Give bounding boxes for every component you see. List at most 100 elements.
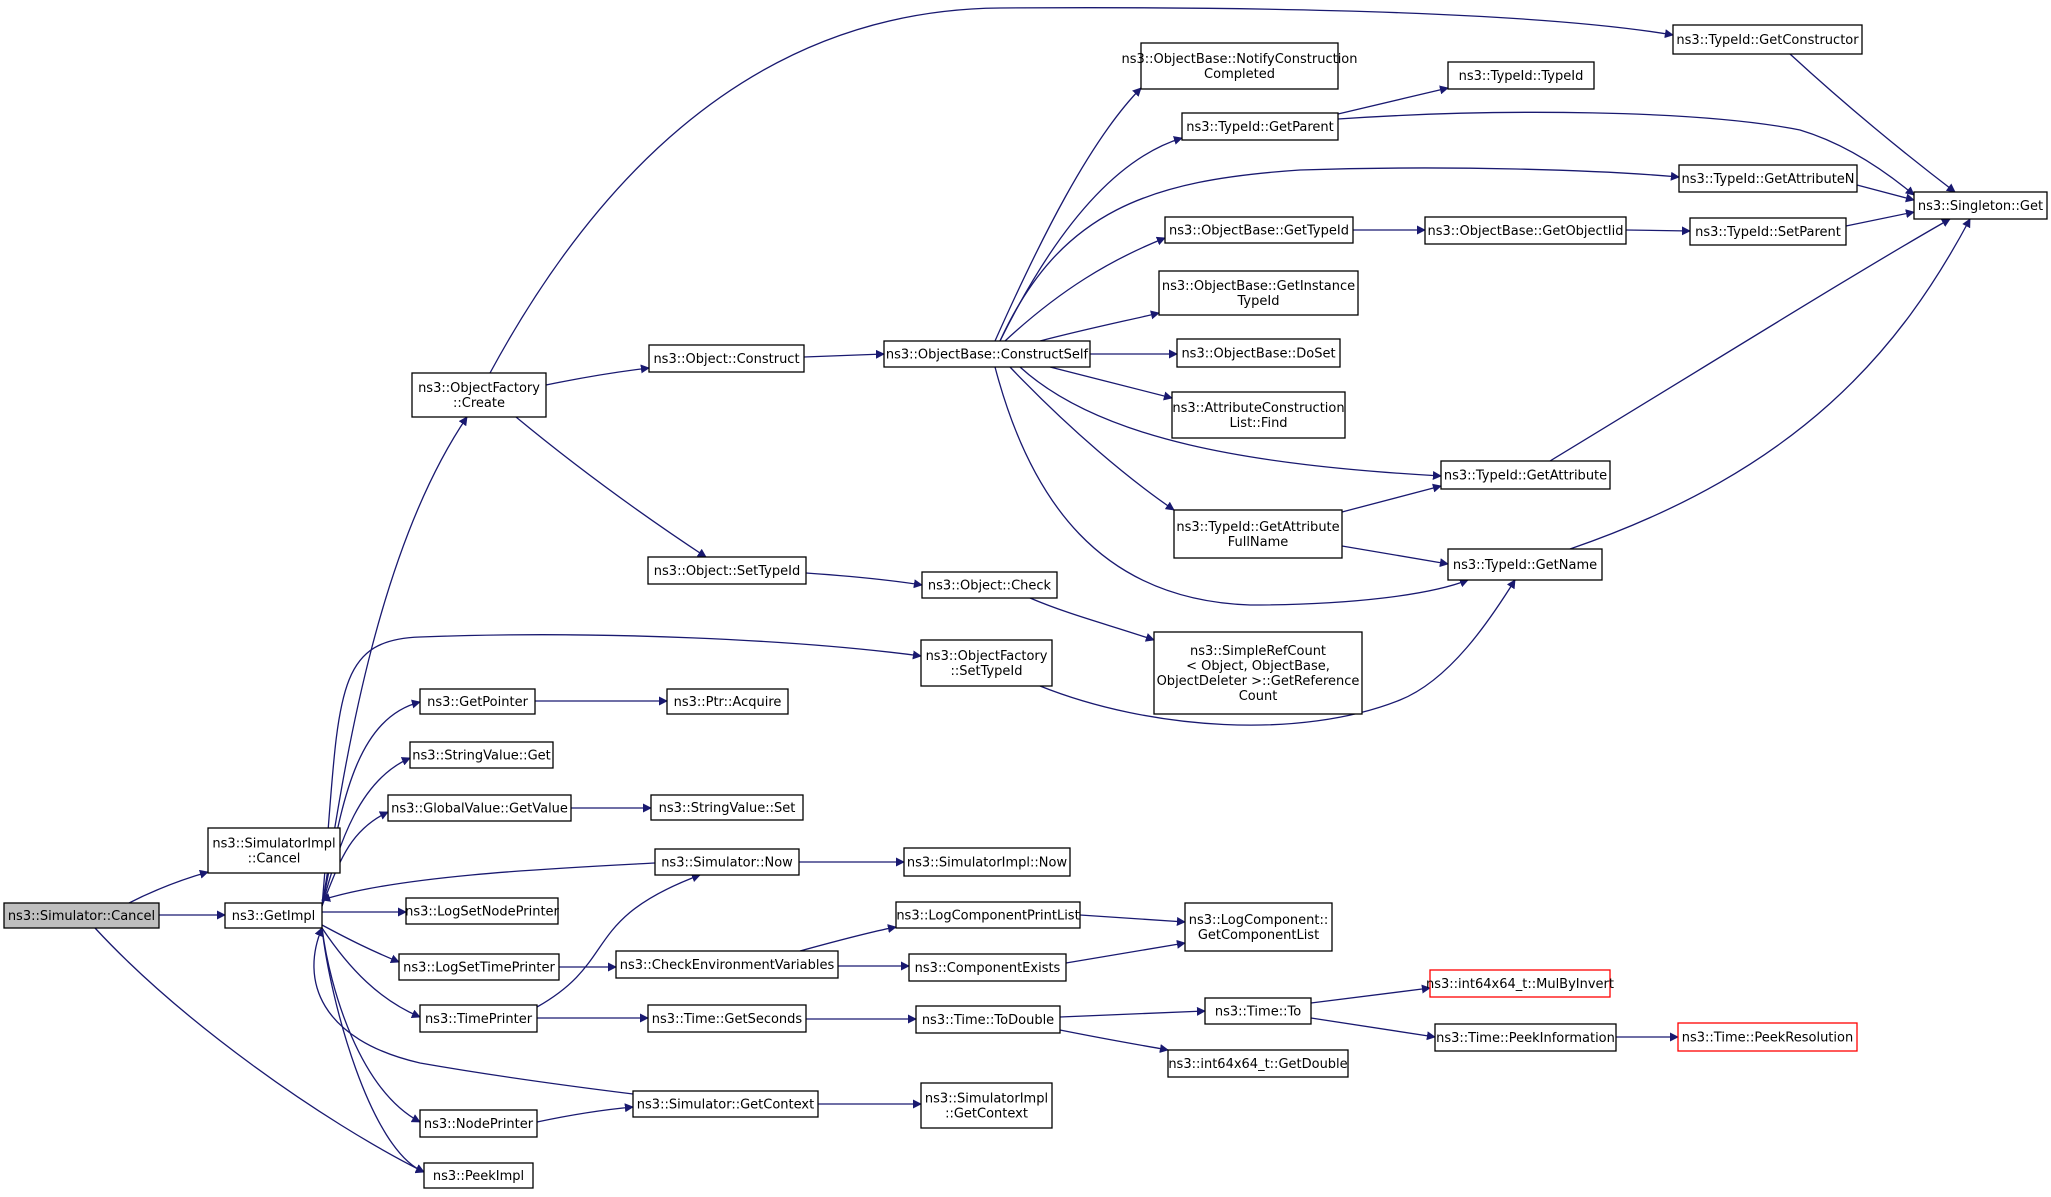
- node-box[interactable]: [650, 794, 804, 821]
- node-box[interactable]: [419, 688, 536, 715]
- node-box[interactable]: [883, 340, 1091, 368]
- node-svGet[interactable]: ns3::StringValue::Get: [409, 741, 554, 769]
- node-getPointer[interactable]: ns3::GetPointer: [419, 688, 536, 715]
- node-box[interactable]: [1140, 42, 1339, 90]
- node-box[interactable]: [411, 372, 547, 418]
- node-box[interactable]: [632, 1090, 819, 1118]
- node-tidGetParent[interactable]: ns3::TypeId::GetParent: [1181, 112, 1339, 141]
- node-tidGetConstructor[interactable]: ns3::TypeId::GetConstructor: [1672, 24, 1863, 55]
- node-objCheck[interactable]: ns3::Object::Check: [921, 571, 1058, 599]
- node-tidSetParent[interactable]: ns3::TypeId::SetParent: [1689, 217, 1847, 246]
- node-box[interactable]: [224, 902, 323, 929]
- node-box[interactable]: [1176, 338, 1341, 368]
- node-box[interactable]: [647, 556, 807, 585]
- node-simGetContext[interactable]: ns3::Simulator::GetContext: [632, 1090, 819, 1118]
- node-box[interactable]: [1204, 997, 1312, 1025]
- node-box[interactable]: [1913, 191, 2048, 220]
- node-box[interactable]: [1158, 270, 1359, 316]
- node-tidGetName[interactable]: ns3::TypeId::GetName: [1447, 548, 1603, 581]
- node-box[interactable]: [648, 344, 805, 373]
- node-box[interactable]: [1153, 631, 1363, 715]
- node-timePeekRes[interactable]: ns3::Time::PeekResolution: [1677, 1022, 1858, 1052]
- node-box[interactable]: [3, 902, 160, 929]
- node-svSet[interactable]: ns3::StringValue::Set: [650, 794, 804, 821]
- node-tidGetAttribute[interactable]: ns3::TypeId::GetAttribute: [1440, 460, 1611, 490]
- node-obGetTypeId[interactable]: ns3::ObjectBase::GetTypeId: [1164, 216, 1354, 244]
- node-obConstructSelf[interactable]: ns3::ObjectBase::ConstructSelf: [883, 340, 1091, 368]
- node-box[interactable]: [1678, 164, 1858, 193]
- node-timeGetSeconds[interactable]: ns3::Time::GetSeconds: [647, 1004, 807, 1033]
- node-tidGetAttributeN[interactable]: ns3::TypeId::GetAttributeN: [1678, 164, 1858, 193]
- node-box[interactable]: [1689, 217, 1847, 246]
- node-box[interactable]: [1429, 969, 1611, 998]
- node-gvGetValue[interactable]: ns3::GlobalValue::GetValue: [387, 794, 572, 822]
- node-box[interactable]: [666, 688, 789, 715]
- node-tidTypeId[interactable]: ns3::TypeId::TypeId: [1447, 61, 1595, 90]
- node-box[interactable]: [419, 1109, 538, 1138]
- node-timeToDouble[interactable]: ns3::Time::ToDouble: [915, 1005, 1061, 1034]
- node-box[interactable]: [387, 794, 572, 822]
- node-i64MulByInvert[interactable]: ns3::int64x64_t::MulByInvert: [1426, 969, 1614, 998]
- node-logSetNodePrinter[interactable]: ns3::LogSetNodePrinter: [405, 897, 560, 925]
- node-logCompGetList[interactable]: ns3::LogComponent::GetComponentList: [1184, 902, 1333, 952]
- node-box[interactable]: [654, 848, 800, 876]
- node-getImpl[interactable]: ns3::GetImpl: [224, 902, 323, 929]
- node-box[interactable]: [1672, 24, 1863, 55]
- node-ofSetTypeId[interactable]: ns3::ObjectFactory::SetTypeId: [920, 639, 1053, 687]
- node-box[interactable]: [1181, 112, 1339, 141]
- node-box[interactable]: [903, 847, 1071, 877]
- node-objSetTypeId[interactable]: ns3::Object::SetTypeId: [647, 556, 807, 585]
- node-box[interactable]: [920, 639, 1053, 687]
- node-obDoSet[interactable]: ns3::ObjectBase::DoSet: [1176, 338, 1341, 368]
- node-box[interactable]: [409, 741, 554, 769]
- node-timeTo[interactable]: ns3::Time::To: [1204, 997, 1312, 1025]
- node-box[interactable]: [405, 897, 559, 925]
- node-box[interactable]: [915, 1005, 1061, 1034]
- node-compExists[interactable]: ns3::ComponentExists: [908, 953, 1067, 982]
- node-box[interactable]: [1184, 902, 1333, 952]
- node-peekImpl[interactable]: ns3::PeekImpl: [423, 1162, 534, 1189]
- node-box[interactable]: [1440, 460, 1611, 490]
- node-implCancel[interactable]: ns3::SimulatorImpl::Cancel: [207, 827, 341, 874]
- node-box[interactable]: [1424, 216, 1627, 245]
- node-timePrinter[interactable]: ns3::TimePrinter: [419, 1004, 538, 1033]
- node-singletonGet[interactable]: ns3::Singleton::Get: [1913, 191, 2048, 220]
- node-box[interactable]: [398, 953, 560, 981]
- node-box[interactable]: [895, 901, 1081, 929]
- node-logSetTimePrinter[interactable]: ns3::LogSetTimePrinter: [398, 953, 560, 981]
- node-box[interactable]: [419, 1004, 538, 1033]
- node-box[interactable]: [1167, 1049, 1349, 1078]
- node-box[interactable]: [908, 953, 1067, 982]
- node-box[interactable]: [921, 571, 1058, 599]
- node-box[interactable]: [1164, 216, 1354, 244]
- node-i64GetDouble[interactable]: ns3::int64x64_t::GetDouble: [1167, 1049, 1349, 1078]
- node-ptrAcquire[interactable]: ns3::Ptr::Acquire: [666, 688, 789, 715]
- node-box[interactable]: [423, 1162, 534, 1189]
- node-cancel[interactable]: ns3::Simulator::Cancel: [3, 902, 160, 929]
- node-box[interactable]: [1434, 1023, 1617, 1052]
- node-box[interactable]: [1173, 509, 1343, 559]
- node-box[interactable]: [1677, 1022, 1858, 1052]
- node-box[interactable]: [1171, 391, 1346, 439]
- node-box[interactable]: [647, 1004, 807, 1033]
- node-box[interactable]: [207, 827, 341, 874]
- node-logCompPrintList[interactable]: ns3::LogComponentPrintList: [895, 901, 1081, 929]
- node-implNow[interactable]: ns3::SimulatorImpl::Now: [903, 847, 1071, 877]
- node-srcGetRefCount[interactable]: ns3::SimpleRefCount< Object, ObjectBase,…: [1153, 631, 1363, 715]
- node-nodePrinter[interactable]: ns3::NodePrinter: [419, 1109, 538, 1138]
- node-checkEnv[interactable]: ns3::CheckEnvironmentVariables: [615, 950, 839, 979]
- node-box[interactable]: [1447, 61, 1595, 90]
- node-obNotify[interactable]: ns3::ObjectBase::NotifyConstructionCompl…: [1122, 42, 1358, 90]
- node-box[interactable]: [920, 1082, 1053, 1129]
- node-box[interactable]: [1447, 548, 1603, 581]
- node-objConstruct[interactable]: ns3::Object::Construct: [648, 344, 805, 373]
- node-timePeekInfo[interactable]: ns3::Time::PeekInformation: [1434, 1023, 1617, 1052]
- node-obGetObjectIid[interactable]: ns3::ObjectBase::GetObjectIid: [1424, 216, 1627, 245]
- node-simNow[interactable]: ns3::Simulator::Now: [654, 848, 800, 876]
- node-ofCreate[interactable]: ns3::ObjectFactory::Create: [411, 372, 547, 418]
- node-box[interactable]: [615, 950, 839, 979]
- node-implGetContext[interactable]: ns3::SimulatorImpl::GetContext: [920, 1082, 1053, 1129]
